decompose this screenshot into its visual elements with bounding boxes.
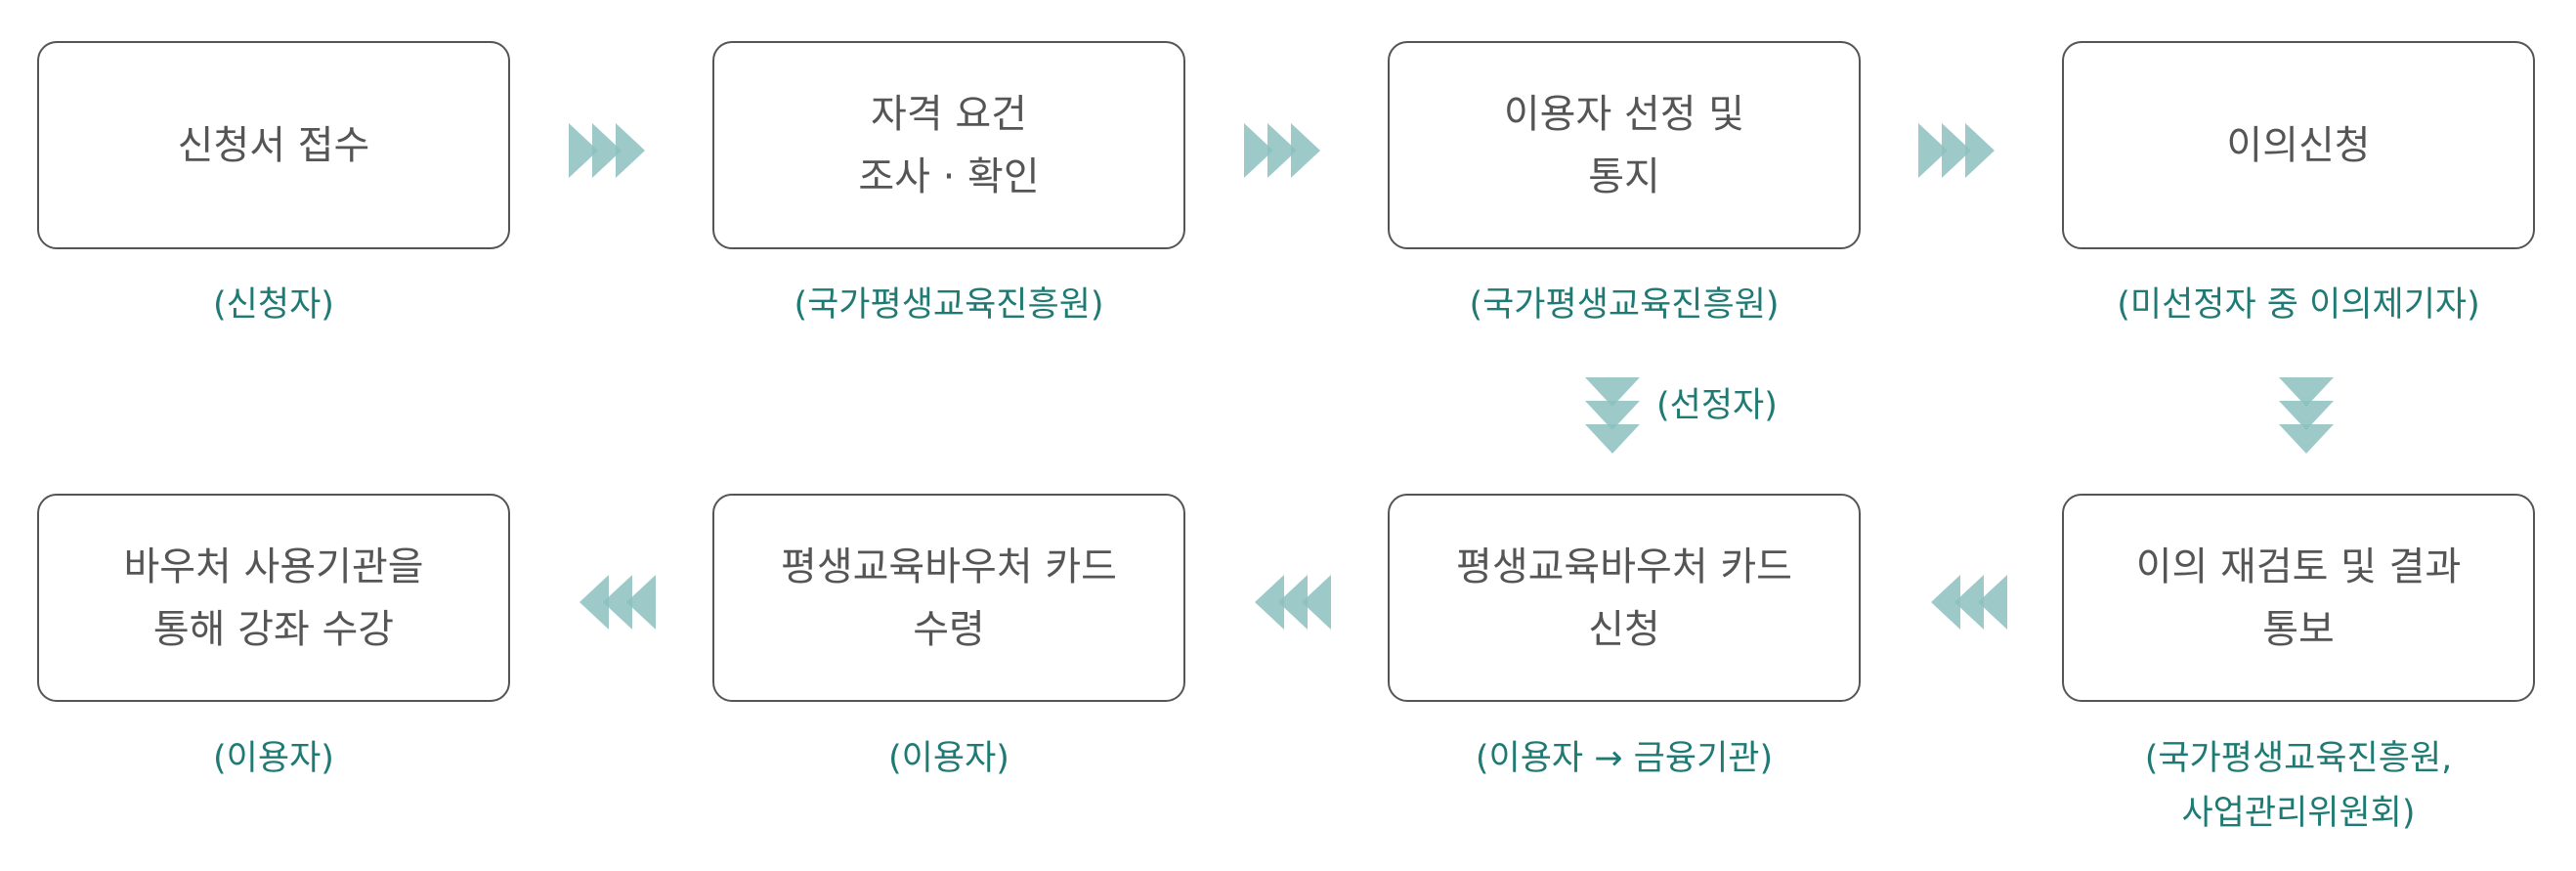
step-course-enrollment: 바우처 사용기관을 통해 강좌 수강 [37, 494, 510, 702]
triple-chevron-right-icon [1918, 123, 1995, 178]
triple-chevron-right-icon [569, 123, 645, 178]
triple-chevron-right-icon [1244, 123, 1320, 178]
step-label: 자격 요건 조사 · 확인 [858, 91, 1040, 199]
step-label: 평생교육바우처 카드 신청 [1456, 544, 1792, 652]
step-application-receipt: 신청서 접수 [37, 41, 510, 249]
step-card-receipt: 평생교육바우처 카드 수령 [712, 494, 1185, 702]
selected-label: (선정자) [1656, 386, 1778, 425]
step-caption-nile-committee: (국가평생교육진흥원, 사업관리위원회) [2144, 739, 2453, 833]
step-caption-nile: (국가평생교육진흥원) [794, 285, 1104, 325]
step-label: 이용자 선정 및 통지 [1503, 91, 1745, 199]
step-label: 평생교육바우처 카드 수령 [781, 544, 1117, 652]
triple-chevron-down-icon [1585, 377, 1640, 454]
step-selection-notice: 이용자 선정 및 통지 [1388, 41, 1861, 249]
step-label: 바우처 사용기관을 통해 강좌 수강 [123, 544, 424, 652]
step-review-result: 이의 재검토 및 결과 통보 [2062, 494, 2535, 702]
step-eligibility-check: 자격 요건 조사 · 확인 [712, 41, 1185, 249]
triple-chevron-left-icon [580, 575, 656, 630]
step-objection: 이의신청 [2062, 41, 2535, 249]
step-caption-applicant: (신청자) [213, 285, 334, 325]
step-caption-nile: (국가평생교육진흥원) [1469, 285, 1780, 325]
triple-chevron-down-icon [2279, 377, 2334, 454]
step-label: 신청서 접수 [177, 122, 370, 168]
step-caption-user-bank: (이용자 → 금융기관) [1475, 739, 1774, 778]
triple-chevron-left-icon [1255, 575, 1331, 630]
step-label: 이의 재검토 및 결과 통보 [2135, 544, 2462, 652]
step-caption-objector: (미선정자 중 이의제기자) [2117, 285, 2480, 325]
step-caption-user: (이용자) [888, 739, 1009, 778]
step-caption-user: (이용자) [213, 739, 334, 778]
triple-chevron-left-icon [1931, 575, 2007, 630]
step-card-application: 평생교육바우처 카드 신청 [1388, 494, 1861, 702]
step-label: 이의신청 [2226, 122, 2371, 168]
